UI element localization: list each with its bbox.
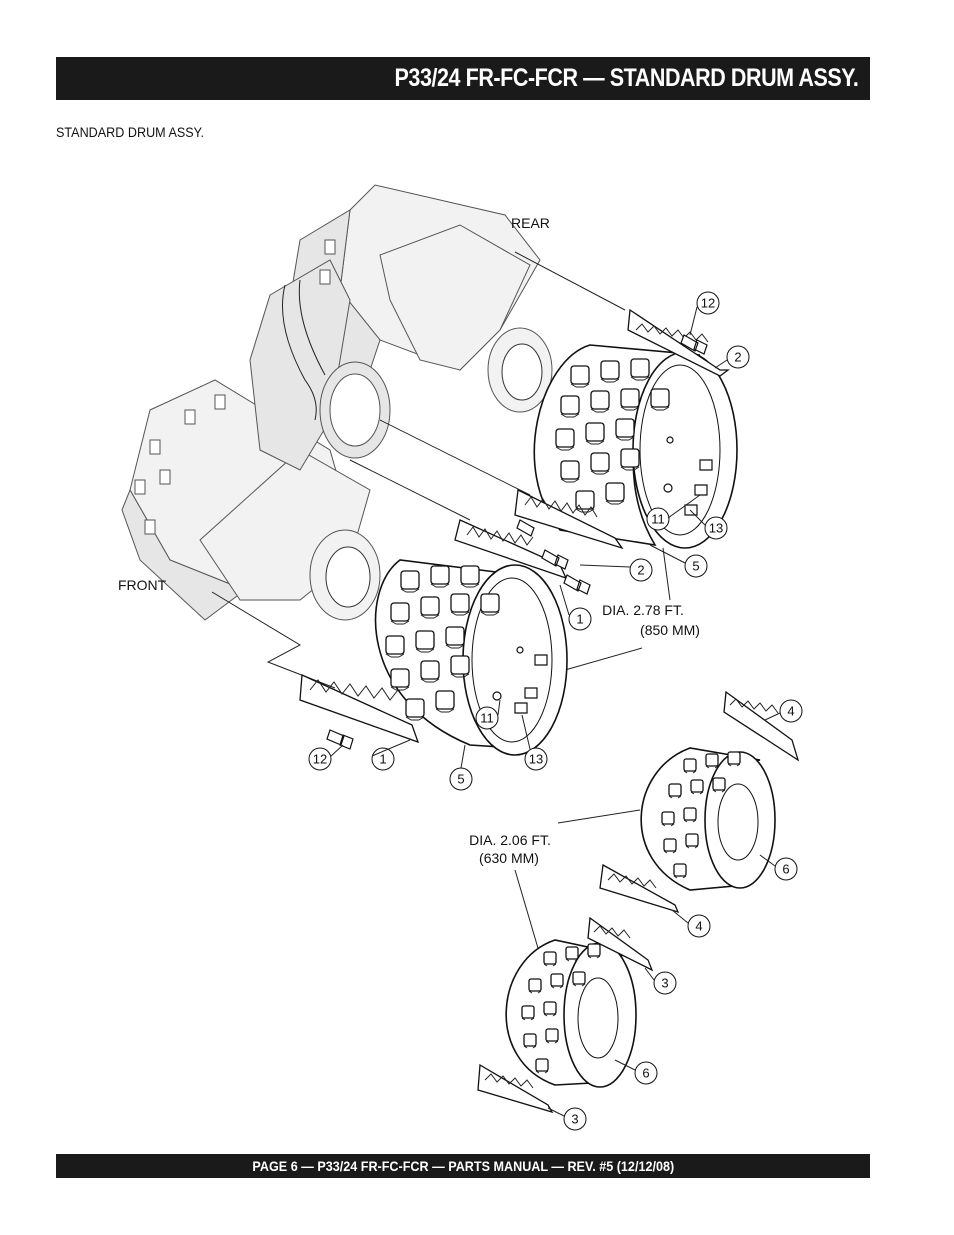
callout-1-bottom: 1 bbox=[379, 752, 386, 767]
small-drum-upper bbox=[640, 747, 776, 891]
callout-4-bottom: 4 bbox=[695, 919, 702, 934]
machine-frame bbox=[121, 184, 553, 621]
front-drum bbox=[374, 559, 568, 756]
callout-3-bottom: 3 bbox=[571, 1112, 578, 1127]
callout-3-top: 3 bbox=[661, 976, 668, 991]
callout-13-bottom: 13 bbox=[529, 752, 543, 767]
callout-1-mid: 1 bbox=[576, 612, 583, 627]
dia-large-line1: DIA. 2.78 FT. bbox=[602, 602, 684, 618]
callout-12-bottom: 12 bbox=[313, 752, 327, 767]
page-footer-bar: PAGE 6 — P33/24 FR-FC-FCR — PARTS MANUAL… bbox=[56, 1154, 870, 1178]
callout-11-bottom: 11 bbox=[480, 711, 494, 726]
callout-5-top: 5 bbox=[692, 559, 699, 574]
rear-drum bbox=[533, 344, 738, 549]
dia-small-line1: DIA. 2.06 FT. bbox=[469, 832, 551, 848]
callout-13-top: 13 bbox=[709, 521, 723, 536]
page-title: P33/24 FR-FC-FCR — STANDARD DRUM ASSY. bbox=[394, 64, 858, 92]
callout-12-top: 12 bbox=[701, 296, 715, 311]
label-rear: REAR bbox=[511, 215, 550, 231]
dia-small-line2: (630 MM) bbox=[479, 850, 539, 866]
callout-2-top: 2 bbox=[734, 350, 741, 365]
callout-11-top: 11 bbox=[651, 512, 665, 527]
section-subtitle: STANDARD DRUM ASSY. bbox=[56, 124, 204, 140]
page-title-bar: P33/24 FR-FC-FCR — STANDARD DRUM ASSY. bbox=[56, 57, 870, 100]
callout-5-bottom: 5 bbox=[457, 772, 464, 787]
label-front: FRONT bbox=[118, 577, 167, 593]
small-drum-lower bbox=[505, 939, 637, 1088]
dia-large-line2: (850 MM) bbox=[640, 622, 700, 638]
callout-6-top: 6 bbox=[782, 862, 789, 877]
page-footer: PAGE 6 — P33/24 FR-FC-FCR — PARTS MANUAL… bbox=[252, 1158, 674, 1174]
scrapers bbox=[299, 308, 800, 1114]
callout-4-top: 4 bbox=[787, 704, 794, 719]
bolts bbox=[326, 334, 708, 750]
callout-2-mid: 2 bbox=[637, 563, 644, 578]
callout-6-bottom: 6 bbox=[642, 1066, 649, 1081]
